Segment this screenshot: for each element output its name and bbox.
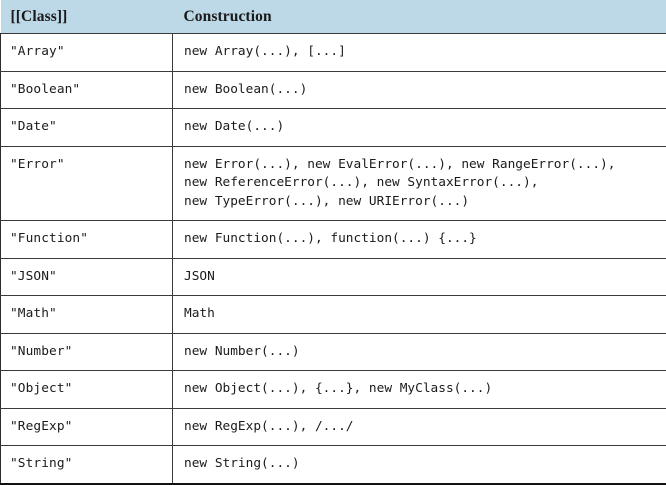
- column-header-construction-label: Construction: [173, 0, 666, 33]
- table-row: "Error" new Error(...), new EvalError(...…: [1, 146, 666, 221]
- cell-class: "Boolean": [1, 71, 173, 109]
- cell-construction: new RegExp(...), /.../: [173, 408, 666, 446]
- cell-class: "Object": [1, 371, 173, 409]
- cell-class: "Error": [1, 146, 173, 221]
- column-header-class: [[Class]]: [1, 0, 173, 34]
- cell-construction-value: new RegExp(...), /.../: [173, 409, 666, 446]
- cell-construction-value: new Function(...), function(...) {...}: [173, 221, 666, 258]
- code-line: new RegExp(...), /.../: [184, 418, 666, 437]
- table-header-row: [[Class]] Construction: [1, 0, 666, 34]
- cell-construction: new Number(...): [173, 333, 666, 371]
- cell-construction: Math: [173, 296, 666, 334]
- table-row: "Number" new Number(...): [1, 333, 666, 371]
- cell-construction-value: new Date(...): [173, 109, 666, 146]
- cell-class: "Array": [1, 34, 173, 72]
- code-line: new Boolean(...): [184, 81, 666, 100]
- cell-class-value: "Object": [1, 371, 172, 408]
- code-line: new Object(...), {...}, new MyClass(...): [184, 380, 666, 399]
- cell-construction: JSON: [173, 258, 666, 296]
- cell-construction: new Date(...): [173, 109, 666, 147]
- table-row: "Boolean" new Boolean(...): [1, 71, 666, 109]
- cell-class-value: "String": [1, 446, 172, 483]
- cell-class: "String": [1, 446, 173, 484]
- cell-construction: new Function(...), function(...) {...}: [173, 221, 666, 259]
- cell-construction-value: Math: [173, 296, 666, 333]
- cell-class: "Function": [1, 221, 173, 259]
- cell-construction: new Array(...), [...]: [173, 34, 666, 72]
- table-row: "Function" new Function(...), function(..…: [1, 221, 666, 259]
- cell-class-value: "Boolean": [1, 72, 172, 109]
- cell-construction-value: new Array(...), [...]: [173, 34, 666, 71]
- cell-construction-value: new Object(...), {...}, new MyClass(...): [173, 371, 666, 408]
- cell-class-value: "Error": [1, 147, 172, 184]
- cell-class: "RegExp": [1, 408, 173, 446]
- table-row: "Array" new Array(...), [...]: [1, 34, 666, 72]
- table-row: "String" new String(...): [1, 446, 666, 484]
- code-line: new String(...): [184, 455, 666, 474]
- cell-class-value: "JSON": [1, 259, 172, 296]
- table-body: "Array" new Array(...), [...] "Boolean" new…: [1, 34, 666, 484]
- cell-construction-value: new Boolean(...): [173, 72, 666, 109]
- class-construction-table-container: [[Class]] Construction "Array" new Array(…: [0, 0, 666, 473]
- cell-class-value: "Function": [1, 221, 172, 258]
- code-line: new Number(...): [184, 343, 666, 362]
- cell-construction: new String(...): [173, 446, 666, 484]
- cell-construction-value: JSON: [173, 259, 666, 296]
- cell-construction-value: new Number(...): [173, 334, 666, 371]
- table-row: "Object" new Object(...), {...}, new MyCl…: [1, 371, 666, 409]
- cell-class-value: "Number": [1, 334, 172, 371]
- code-line: Math: [184, 305, 666, 324]
- table-header: [[Class]] Construction: [1, 0, 666, 34]
- table-row: "Date" new Date(...): [1, 109, 666, 147]
- cell-construction-value: new String(...): [173, 446, 666, 483]
- cell-construction: new Boolean(...): [173, 71, 666, 109]
- cell-construction: new Error(...), new EvalError(...), new …: [173, 146, 666, 221]
- code-line: new Array(...), [...]: [184, 43, 666, 62]
- code-line: JSON: [184, 268, 666, 287]
- column-header-construction: Construction: [173, 0, 666, 34]
- table-row: "RegExp" new RegExp(...), /.../: [1, 408, 666, 446]
- cell-class: "Math": [1, 296, 173, 334]
- table-row: "Math" Math: [1, 296, 666, 334]
- cell-class: "JSON": [1, 258, 173, 296]
- cell-class: "Date": [1, 109, 173, 147]
- cell-class-value: "Date": [1, 109, 172, 146]
- cell-class-value: "Array": [1, 34, 172, 71]
- cell-construction-value: new Error(...), new EvalError(...), new …: [173, 147, 666, 221]
- table-row: "JSON" JSON: [1, 258, 666, 296]
- code-line: new TypeError(...), new URIError(...): [184, 193, 666, 212]
- code-line: new Date(...): [184, 118, 666, 137]
- code-line: new Function(...), function(...) {...}: [184, 230, 666, 249]
- cell-construction: new Object(...), {...}, new MyClass(...): [173, 371, 666, 409]
- cell-class-value: "RegExp": [1, 409, 172, 446]
- cell-class: "Number": [1, 333, 173, 371]
- code-line: new ReferenceError(...), new SyntaxError…: [184, 174, 666, 193]
- column-header-class-label: [[Class]]: [1, 0, 173, 33]
- code-line: new Error(...), new EvalError(...), new …: [184, 156, 666, 175]
- cell-class-value: "Math": [1, 296, 172, 333]
